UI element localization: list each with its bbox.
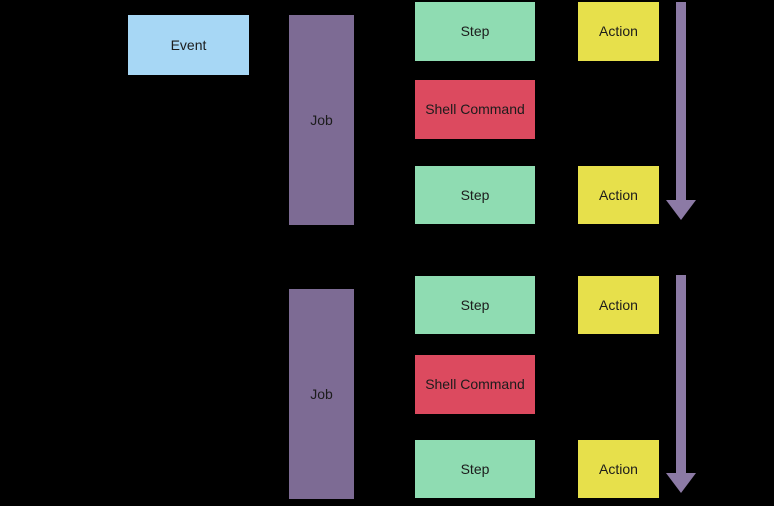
action-node: Action xyxy=(578,2,659,61)
job-label: Job xyxy=(310,385,333,402)
action-label: Action xyxy=(599,186,638,203)
arrow-shaft xyxy=(676,275,686,473)
event-label: Event xyxy=(170,36,207,53)
action-label: Action xyxy=(599,460,638,477)
step-node: Step xyxy=(415,2,535,61)
arrow-shaft xyxy=(676,2,686,200)
down-arrow-icon xyxy=(666,275,696,493)
job-label: Job xyxy=(310,111,333,128)
job-node-2: Job xyxy=(289,289,354,499)
step-node: Step xyxy=(415,166,535,224)
action-label: Action xyxy=(599,296,638,313)
step-label: Step xyxy=(460,460,490,477)
action-label: Action xyxy=(599,23,638,40)
step-label: Step xyxy=(460,186,490,203)
arrow-head xyxy=(666,473,696,493)
event-node: Event xyxy=(128,15,249,75)
step-label: Step xyxy=(460,296,490,313)
shell-command-label: Shell Command xyxy=(425,101,525,118)
action-node: Action xyxy=(578,440,659,498)
action-node: Action xyxy=(578,166,659,224)
shell-command-label: Shell Command xyxy=(425,376,525,393)
shell-command-node: Shell Command xyxy=(415,80,535,139)
shell-command-node: Shell Command xyxy=(415,355,535,414)
down-arrow-icon xyxy=(666,2,696,220)
arrow-head xyxy=(666,200,696,220)
job-node-1: Job xyxy=(289,15,354,225)
action-node: Action xyxy=(578,276,659,334)
step-node: Step xyxy=(415,440,535,498)
step-node: Step xyxy=(415,276,535,334)
step-label: Step xyxy=(460,23,490,40)
